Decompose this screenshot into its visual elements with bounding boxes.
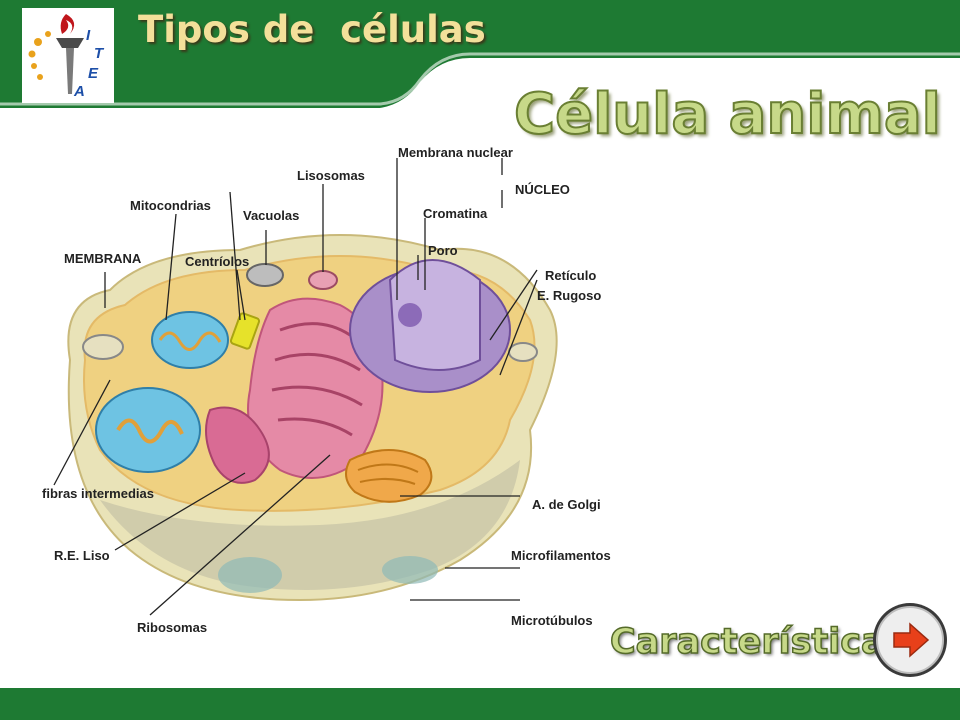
label-nucleo: NÚCLEO — [515, 182, 570, 197]
svg-text:E: E — [88, 65, 99, 82]
label-membrana-nuclear: Membrana nuclear — [398, 145, 513, 160]
label-membrana: MEMBRANA — [64, 251, 142, 266]
next-button[interactable] — [870, 600, 950, 680]
label-lisosomas: Lisosomas — [297, 168, 365, 183]
label-microfilamentos: Microfilamentos — [511, 548, 611, 563]
footer-band — [0, 688, 960, 720]
caracteristicas-link[interactable]: Características — [609, 621, 906, 663]
header-title: Tipos de células — [138, 8, 486, 51]
label-reticulo-rugoso: E. Rugoso — [537, 288, 601, 303]
svg-text:T: T — [94, 45, 105, 62]
arrow-right-icon — [873, 603, 947, 677]
label-ribosomas: Ribosomas — [137, 620, 207, 635]
label-centriolos: Centríolos — [185, 254, 249, 269]
label-poro: Poro — [428, 243, 458, 258]
label-fibras-intermedias: fibras intermedias — [42, 486, 154, 501]
label-cromatina: Cromatina — [423, 206, 488, 221]
label-mitocondrias: Mitocondrias — [130, 198, 211, 213]
svg-text:A: A — [73, 83, 85, 100]
label-microtubulos: Microtúbulos — [511, 613, 593, 628]
page-title: Célula animal — [513, 81, 942, 148]
animal-cell-diagram: MEMBRANA Mitocondrias Vacuolas Centríolo… — [42, 145, 611, 635]
torch-icon: I T E A — [22, 8, 114, 103]
label-re-liso: R.E. Liso — [54, 548, 110, 563]
header-band — [0, 0, 960, 108]
label-golgi: A. de Golgi — [532, 497, 601, 512]
label-reticulo: Retículo — [545, 268, 596, 283]
label-vacuolas: Vacuolas — [243, 208, 299, 223]
logo: I T E A — [22, 8, 114, 103]
svg-text:I: I — [86, 27, 91, 44]
